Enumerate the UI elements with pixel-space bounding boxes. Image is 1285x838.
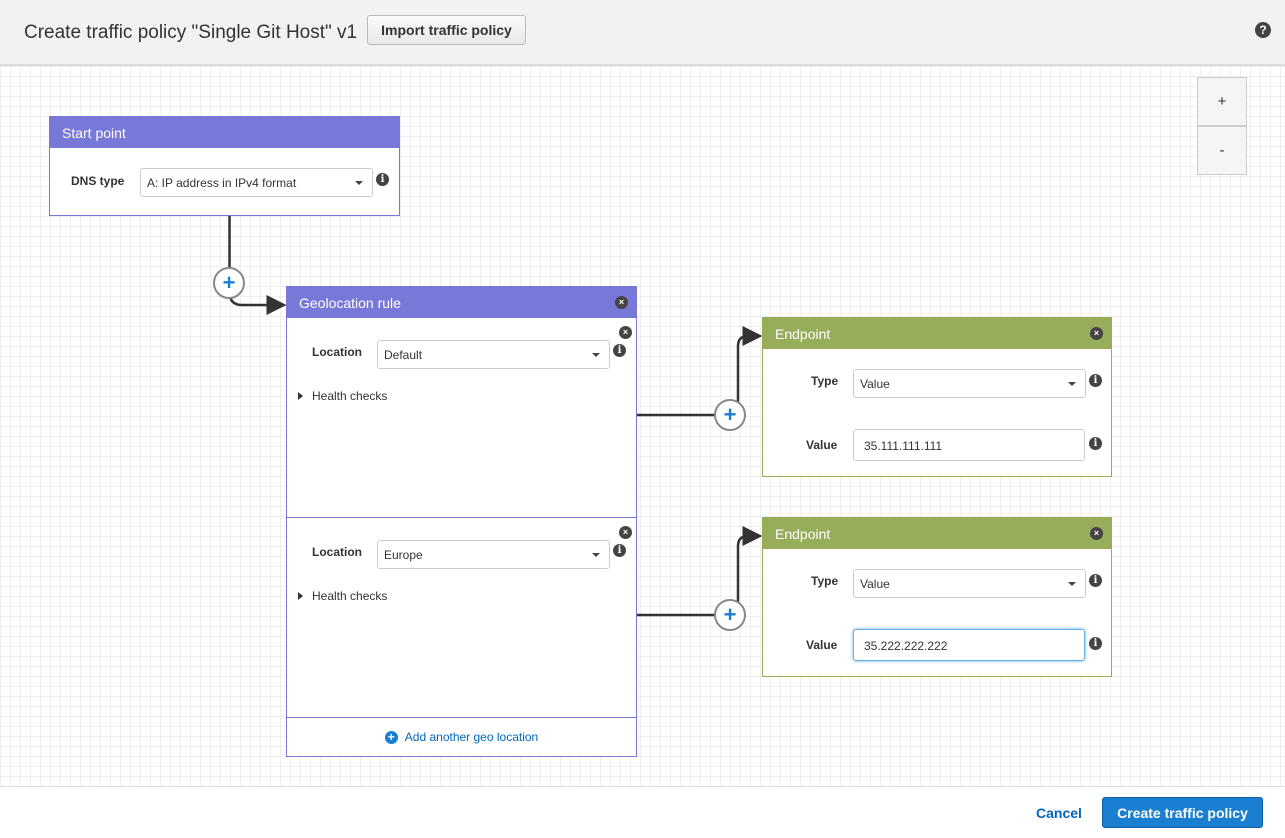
info-icon[interactable]: i — [1089, 637, 1102, 650]
endpoint-title: Endpoint — [775, 326, 831, 342]
zoom-out-button[interactable]: - — [1197, 126, 1247, 175]
value-label: Value — [806, 438, 838, 452]
page-title: Create traffic policy "Single Git Host" … — [24, 22, 358, 43]
endpoint-type-select[interactable]: Value — [853, 369, 1086, 398]
endpoint-header: Endpoint × — [763, 318, 1111, 349]
endpoint-value-input[interactable]: 35.111.111.111 — [853, 429, 1085, 461]
chevron-down-icon — [355, 181, 363, 185]
create-traffic-policy-button[interactable]: Create traffic policy — [1102, 797, 1263, 828]
remove-location-icon[interactable]: × — [619, 526, 632, 539]
page-header: Create traffic policy "Single Git Host" … — [0, 0, 1285, 66]
info-icon[interactable]: i — [613, 544, 626, 557]
geo-location-rule: × Location Default i Health checks — [287, 317, 636, 517]
type-value: Value — [860, 377, 890, 391]
add-geo-location-label: Add another geo location — [404, 730, 539, 744]
close-icon[interactable]: × — [1090, 527, 1103, 540]
location-label: Location — [312, 345, 362, 359]
cancel-button[interactable]: Cancel — [1036, 805, 1082, 821]
geolocation-rule-header: Geolocation rule × — [287, 287, 636, 318]
endpoint-type-select[interactable]: Value — [853, 569, 1086, 598]
type-label: Type — [811, 574, 839, 588]
health-checks-label: Health checks — [312, 589, 388, 603]
endpoint-value-input[interactable]: 35.222.222.222 — [853, 629, 1085, 661]
close-icon[interactable]: × — [615, 296, 628, 309]
connector-geo-endpoint-1 — [637, 326, 763, 417]
health-checks-toggle[interactable]: Health checks — [298, 589, 387, 603]
info-icon[interactable]: i — [613, 344, 626, 357]
location-value: Europe — [384, 548, 423, 562]
location-select[interactable]: Default — [377, 340, 610, 369]
geo-location-rule: × Location Europe i Health checks — [287, 517, 636, 717]
geolocation-rule-title: Geolocation rule — [299, 295, 401, 311]
footer: Cancel Create traffic policy — [0, 786, 1285, 838]
plus-circle-icon: + — [384, 730, 398, 744]
location-value: Default — [384, 348, 423, 362]
close-icon[interactable]: × — [1090, 327, 1103, 340]
type-value: Value — [860, 577, 890, 591]
chevron-down-icon — [1068, 582, 1076, 586]
value-label: Value — [806, 638, 838, 652]
endpoint-box: Endpoint × Type Value i Value 35.111.111.… — [762, 317, 1112, 477]
add-endpoint-plus-icon[interactable]: + — [714, 399, 746, 431]
start-point-box: Start point DNS type A: IP address in IP… — [49, 116, 400, 216]
location-select[interactable]: Europe — [377, 540, 610, 569]
geolocation-rule-box: Geolocation rule × × Location Default i H… — [286, 286, 637, 757]
info-icon[interactable]: i — [376, 173, 389, 186]
chevron-down-icon — [1068, 382, 1076, 386]
health-checks-label: Health checks — [312, 389, 388, 403]
help-icon[interactable]: ? — [1255, 22, 1271, 38]
info-icon[interactable]: i — [1089, 437, 1102, 450]
info-icon[interactable]: i — [1089, 374, 1102, 387]
info-icon[interactable]: i — [1089, 574, 1102, 587]
caret-right-icon — [298, 392, 303, 400]
chevron-down-icon — [592, 353, 600, 357]
start-point-header: Start point — [50, 117, 399, 148]
endpoint-box: Endpoint × Type Value i Value 35.222.222.… — [762, 517, 1112, 677]
remove-location-icon[interactable]: × — [619, 326, 632, 339]
add-rule-plus-icon[interactable]: + — [213, 267, 245, 299]
endpoint-title: Endpoint — [775, 526, 831, 542]
dns-type-value: A: IP address in IPv4 format — [147, 176, 297, 190]
health-checks-toggle[interactable]: Health checks — [298, 389, 387, 403]
dns-type-label: DNS type — [71, 174, 125, 188]
add-endpoint-plus-icon[interactable]: + — [714, 599, 746, 631]
zoom-in-button[interactable]: + — [1197, 77, 1247, 126]
dns-type-select[interactable]: A: IP address in IPv4 format — [140, 168, 373, 197]
endpoint-header: Endpoint × — [763, 518, 1111, 549]
chevron-down-icon — [592, 553, 600, 557]
connector-geo-endpoint-2 — [637, 526, 763, 617]
add-geo-location-link[interactable]: + Add another geo location — [287, 717, 636, 756]
caret-right-icon — [298, 592, 303, 600]
type-label: Type — [811, 374, 839, 388]
location-label: Location — [312, 545, 362, 559]
import-traffic-policy-button[interactable]: Import traffic policy — [367, 15, 526, 45]
